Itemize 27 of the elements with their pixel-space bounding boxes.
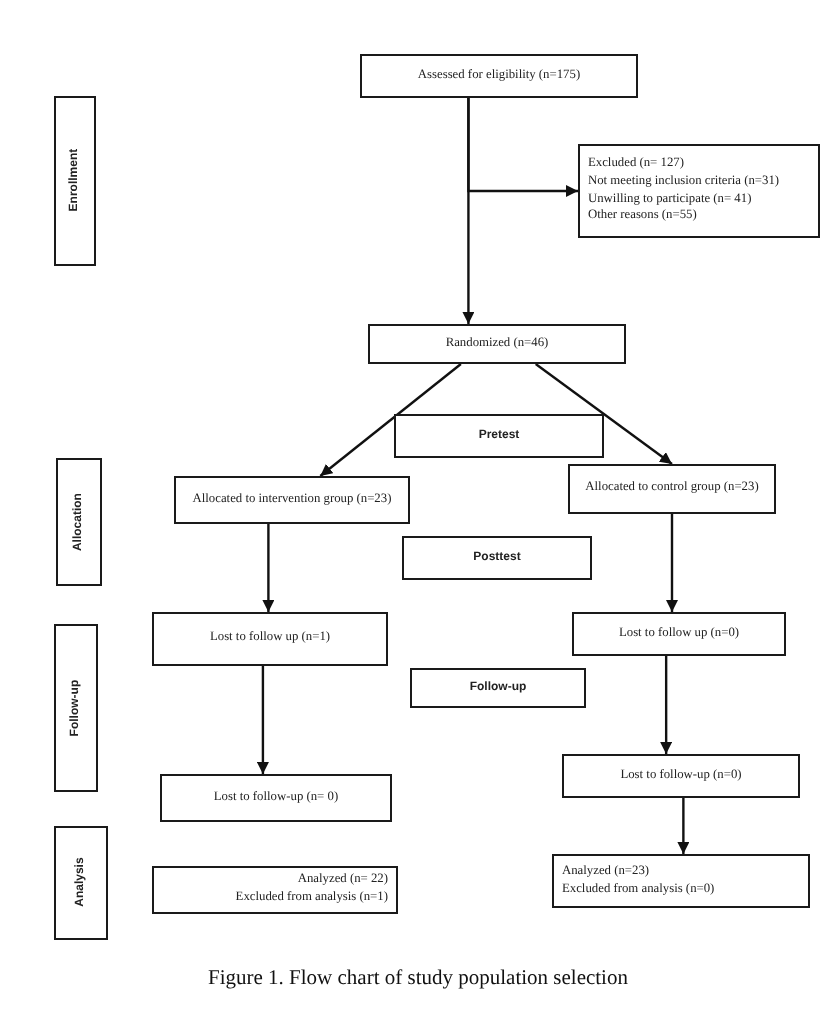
stage-label-box xyxy=(56,458,102,586)
stage-label-box xyxy=(54,826,108,940)
process-box xyxy=(152,612,388,666)
arrow xyxy=(677,798,690,854)
process-box xyxy=(152,866,398,914)
stage-label-box xyxy=(54,624,98,792)
arrow xyxy=(467,98,578,197)
arrow xyxy=(660,656,673,754)
process-box xyxy=(578,144,820,238)
arrow xyxy=(262,524,275,612)
arrow xyxy=(666,514,678,612)
process-box xyxy=(552,854,810,908)
process-box xyxy=(160,774,392,822)
arrow xyxy=(319,363,462,477)
process-box xyxy=(368,324,626,364)
arrow xyxy=(256,666,269,774)
figure-caption: Figure 1. Flow chart of study population selection xyxy=(208,968,628,990)
arrow xyxy=(535,363,673,465)
process-box xyxy=(568,464,776,514)
phase-label-box xyxy=(394,414,604,458)
stage-label-box xyxy=(54,96,96,266)
process-box xyxy=(174,476,410,524)
phase-label-box xyxy=(402,536,592,580)
process-box xyxy=(360,54,638,98)
process-box xyxy=(572,612,786,656)
phase-label-box xyxy=(410,668,586,708)
process-box xyxy=(562,754,800,798)
